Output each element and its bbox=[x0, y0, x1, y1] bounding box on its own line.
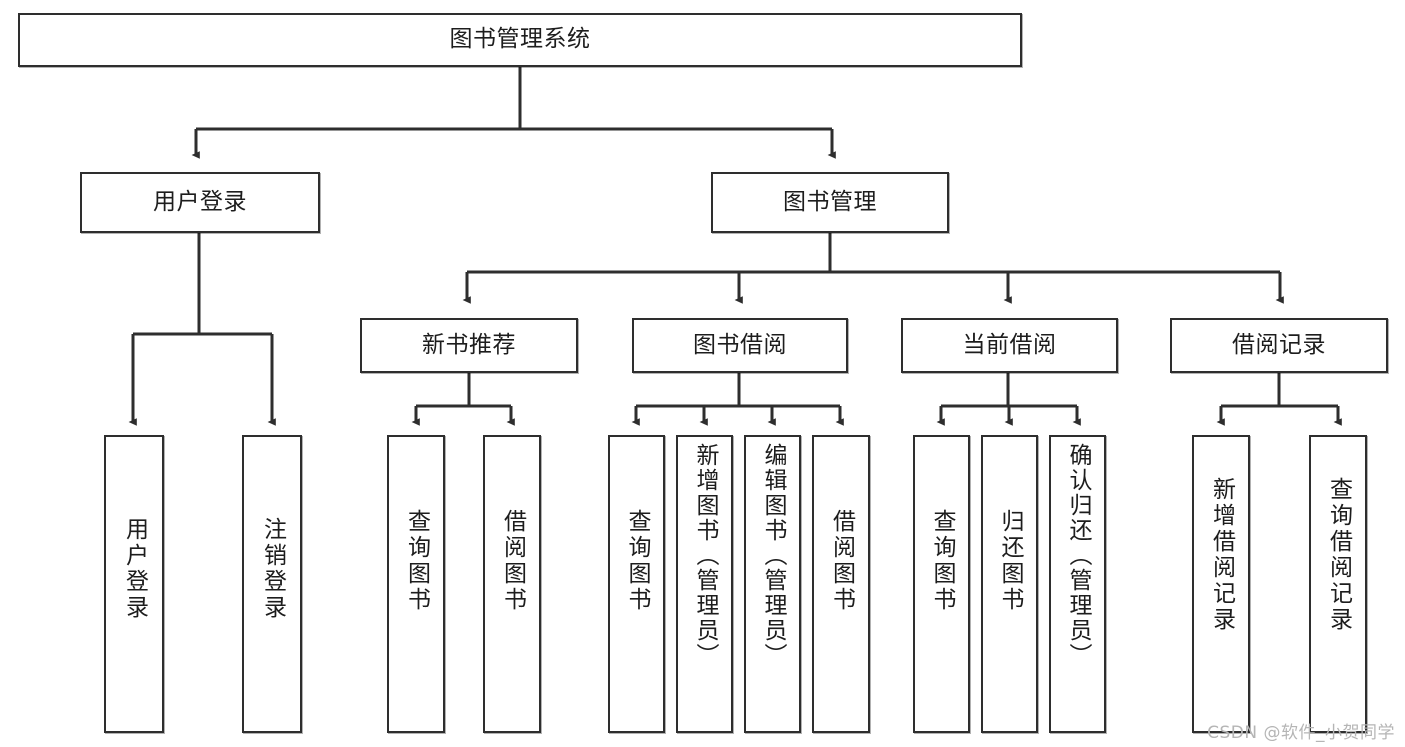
node-label: 用户登录 bbox=[121, 517, 148, 621]
leaf-return-book[interactable]: 归还图书 bbox=[981, 435, 1038, 733]
node-label: 图书借阅 bbox=[693, 331, 787, 358]
leaf-edit-book-admin[interactable]: 编辑图书（管理员） bbox=[744, 435, 801, 733]
node-label: 归还图书 bbox=[997, 509, 1023, 613]
node-label: 新书推荐 bbox=[422, 331, 516, 358]
leaf-borrow-book-1[interactable]: 借阅图书 bbox=[483, 435, 541, 733]
leaf-borrow-book-2[interactable]: 借阅图书 bbox=[812, 435, 870, 733]
node-label: 查询借阅记录 bbox=[1325, 477, 1352, 633]
node-new-book-recommendation[interactable]: 新书推荐 bbox=[360, 318, 578, 373]
node-label: 查询图书 bbox=[929, 509, 955, 613]
leaf-user-login[interactable]: 用户登录 bbox=[104, 435, 164, 733]
node-label: 借阅图书 bbox=[828, 509, 855, 613]
node-label: 查询图书 bbox=[403, 509, 430, 613]
node-book-borrowing[interactable]: 图书借阅 bbox=[632, 318, 848, 373]
node-label: 图书管理系统 bbox=[449, 26, 591, 53]
node-book-management[interactable]: 图书管理 bbox=[711, 172, 949, 233]
csdn-watermark: CSDN @软件_小贺同学 bbox=[1207, 723, 1395, 743]
node-label: 新增图书（管理员） bbox=[692, 443, 718, 668]
leaf-add-book-admin[interactable]: 新增图书（管理员） bbox=[676, 435, 733, 733]
leaf-query-borrow-record[interactable]: 查询借阅记录 bbox=[1309, 435, 1367, 733]
leaf-query-book-3[interactable]: 查询图书 bbox=[913, 435, 970, 733]
node-label: 编辑图书（管理员） bbox=[760, 443, 786, 668]
leaf-query-book-2[interactable]: 查询图书 bbox=[608, 435, 665, 733]
node-label: 注销登录 bbox=[259, 517, 286, 621]
leaf-add-borrow-record[interactable]: 新增借阅记录 bbox=[1192, 435, 1250, 733]
node-label: 图书管理 bbox=[783, 188, 877, 215]
node-user-login[interactable]: 用户登录 bbox=[80, 172, 320, 233]
node-label: 借阅记录 bbox=[1232, 331, 1326, 358]
node-label: 新增借阅记录 bbox=[1208, 477, 1235, 633]
node-root-book-management-system[interactable]: 图书管理系统 bbox=[18, 13, 1022, 67]
node-label: 借阅图书 bbox=[499, 509, 526, 613]
node-label: 确认归还（管理员） bbox=[1065, 443, 1091, 668]
node-borrowing-record[interactable]: 借阅记录 bbox=[1170, 318, 1388, 373]
leaf-query-book-1[interactable]: 查询图书 bbox=[387, 435, 445, 733]
leaf-logout-login[interactable]: 注销登录 bbox=[242, 435, 302, 733]
node-label: 当前借阅 bbox=[962, 331, 1057, 358]
node-label: 查询图书 bbox=[624, 509, 650, 613]
node-label: 用户登录 bbox=[153, 188, 247, 215]
leaf-confirm-return-admin[interactable]: 确认归还（管理员） bbox=[1049, 435, 1106, 733]
node-current-borrowing[interactable]: 当前借阅 bbox=[901, 318, 1118, 373]
